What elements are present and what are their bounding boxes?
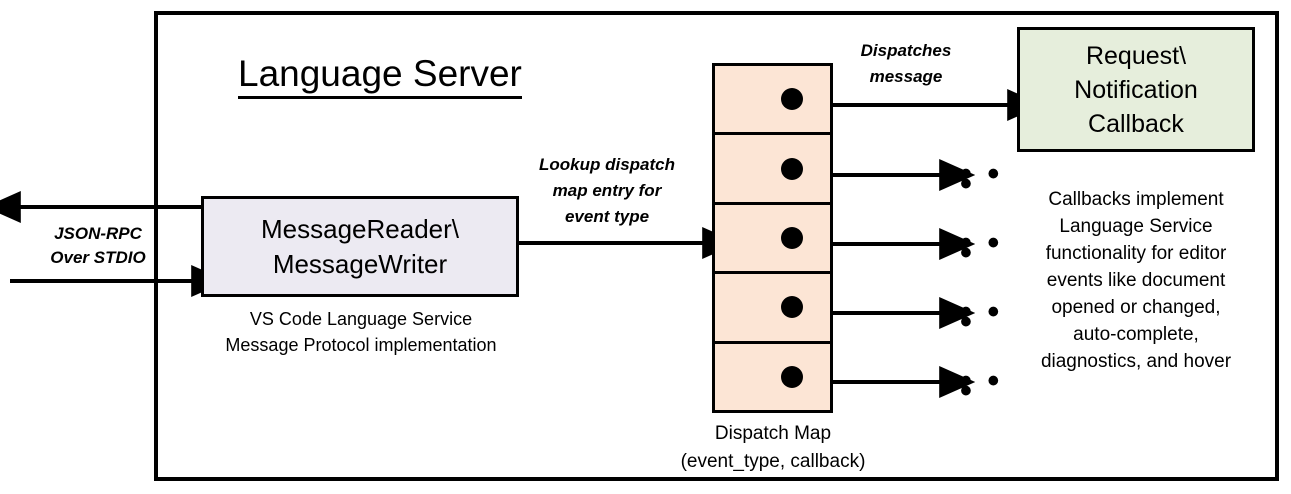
request-notification-callback-label: Request\ Notification Callback (1074, 39, 1198, 141)
dispatches-message-label: Dispatches message (836, 38, 976, 90)
lookup-dispatch-label-line2: map entry for (552, 181, 662, 200)
request-notification-callback-box[interactable]: Request\ Notification Callback (1017, 27, 1255, 152)
ellipsis-marker-4: • • • (960, 293, 1003, 341)
callback-description-line1: Callbacks implement (1048, 189, 1224, 210)
dispatch-map-caption-line1: Dispatch Map (714, 423, 832, 444)
callback-dot-icon (781, 227, 803, 250)
dispatch-map-caption-line2: (event_type, callback) (680, 451, 866, 472)
callback-dot-icon (781, 157, 803, 180)
dispatch-map-entry-4[interactable] (715, 274, 830, 344)
message-reader-writer-box[interactable]: MessageReader\ MessageWriter (201, 196, 519, 297)
message-reader-writer-caption-line2: Message Protocol implementation (225, 335, 497, 355)
message-reader-writer-label: MessageReader\ MessageWriter (261, 212, 459, 282)
callback-description-line2: Language Service (1059, 216, 1213, 237)
callback-dot-icon (781, 365, 803, 388)
ellipsis-marker-5: • • • (960, 362, 1003, 410)
message-reader-line: MessageReader\ (261, 213, 459, 244)
lookup-dispatch-label-line3: event type (564, 207, 650, 226)
lookup-dispatch-label: Lookup dispatch map entry for event type (512, 152, 702, 230)
ellipsis-marker-3: • • • (960, 224, 1003, 272)
page-title-text: Language Server (238, 53, 522, 99)
dispatch-map-entry-1[interactable] (715, 66, 830, 136)
callback-line2: Notification (1074, 75, 1198, 104)
dispatch-map-caption: Dispatch Map (event_type, callback) (650, 420, 896, 476)
callback-dot-icon (781, 88, 803, 111)
lookup-dispatch-label-line1: Lookup dispatch (539, 155, 675, 174)
callback-description-line5: opened or changed, (1051, 297, 1221, 318)
callback-description-line4: events like document (1046, 270, 1226, 291)
callback-dot-icon (781, 296, 803, 319)
dispatch-map-entry-3[interactable] (715, 204, 830, 275)
dispatch-map-table[interactable] (712, 63, 833, 413)
language-server-boundary (154, 11, 1279, 481)
callback-description-line3: functionality for editor (1045, 243, 1227, 264)
message-reader-writer-caption-line1: VS Code Language Service (249, 309, 473, 329)
message-writer-line: MessageWriter (272, 248, 448, 279)
callback-line1: Request\ (1085, 41, 1187, 70)
message-reader-writer-caption: VS Code Language Service Message Protoco… (196, 306, 526, 358)
dispatch-map-entry-2[interactable] (715, 135, 830, 205)
jsonrpc-stdio-label-line2: Over STDIO (50, 248, 146, 267)
callback-description: Callbacks implement Language Service fun… (1007, 186, 1265, 375)
callback-description-line7: diagnostics, and hover (1040, 351, 1232, 372)
page-title: Language Server (238, 52, 578, 99)
dispatches-message-label-line1: Dispatches (860, 41, 952, 60)
ellipsis-marker-2: • • • (960, 155, 1003, 203)
jsonrpc-stdio-label-line1: JSON-RPC (54, 224, 142, 243)
jsonrpc-stdio-label: JSON-RPC Over STDIO (28, 222, 168, 270)
callback-description-line6: auto-complete, (1073, 324, 1199, 345)
dispatches-message-label-line2: message (869, 67, 943, 86)
callback-line3: Callback (1088, 109, 1184, 138)
dispatch-map-entry-5[interactable] (715, 343, 830, 411)
